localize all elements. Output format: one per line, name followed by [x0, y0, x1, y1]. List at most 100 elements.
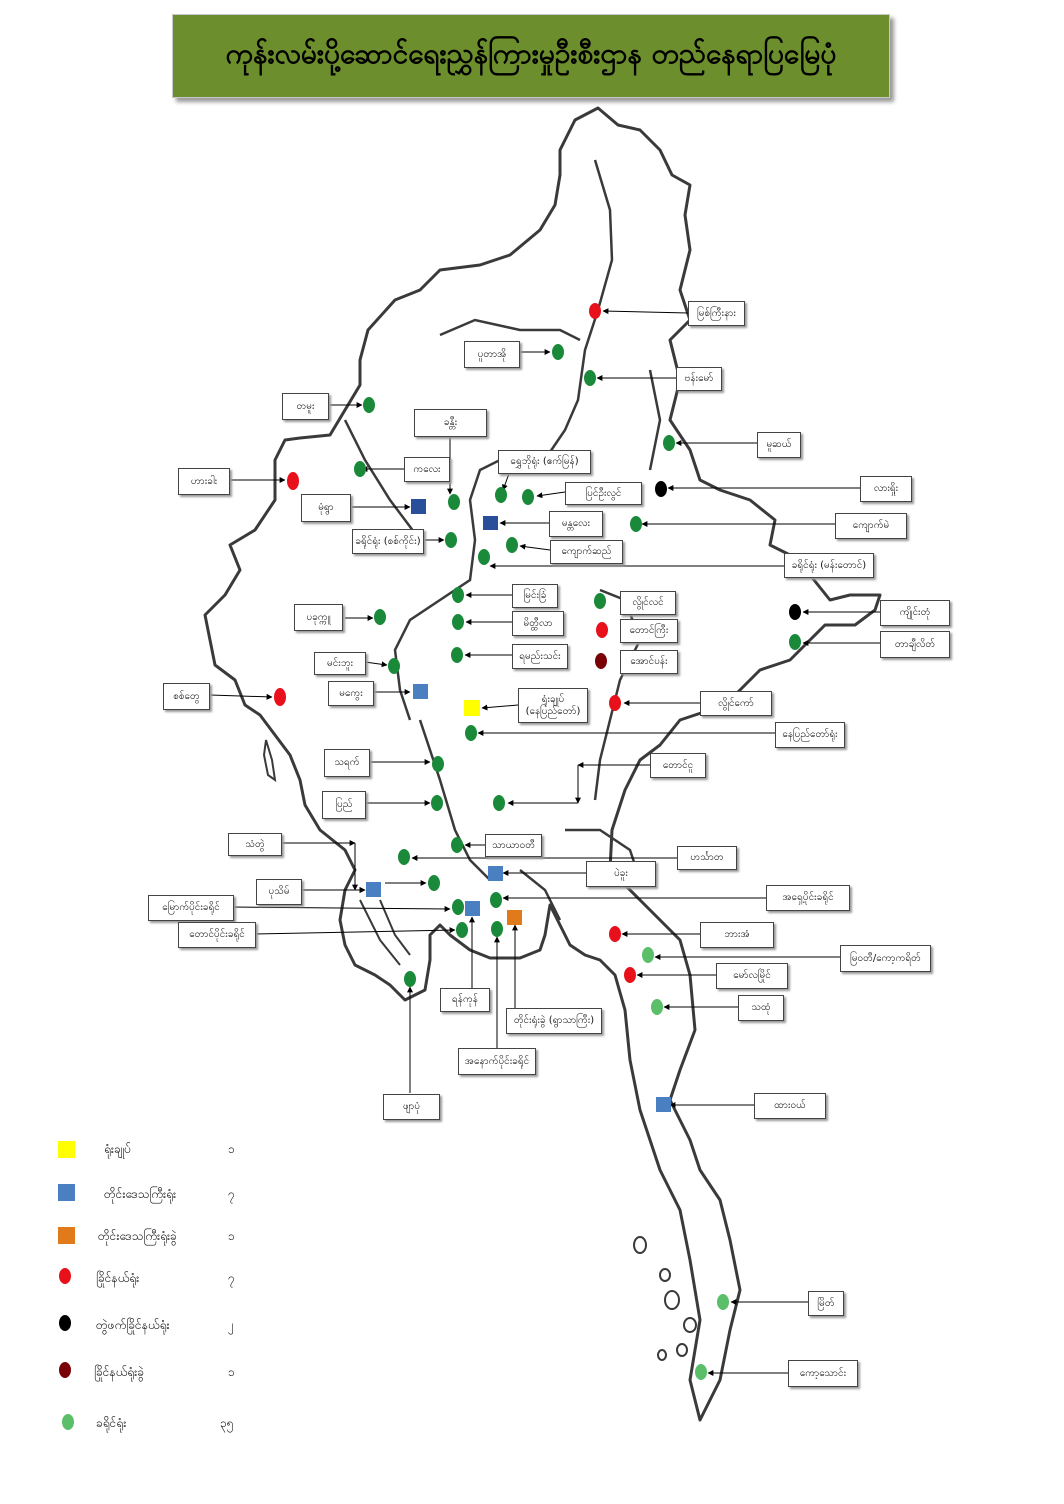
township-office-marker — [363, 397, 375, 413]
township-office-marker — [642, 947, 654, 963]
region-branch-marker — [507, 910, 522, 925]
township-office-marker — [445, 532, 457, 548]
legend-district-marker — [59, 1268, 71, 1284]
district-office-marker — [609, 695, 621, 711]
region-office-marker — [488, 866, 503, 881]
township-office-marker — [398, 849, 410, 865]
legend-label-district: ခြိုင်နယ်ရုံး — [96, 1271, 140, 1285]
label-hkamti: ခန္တီး — [414, 409, 487, 437]
label-west-district: အနောက်ပိုင်းခရိုင် — [458, 1048, 536, 1075]
label-taungoo: တောင်ငူ — [650, 753, 706, 778]
label-yangon-branch: တိုင်းရုံးခွဲ (ရွာသာကြီး) — [506, 1008, 602, 1034]
legend-count-joint-district: ၂ — [228, 1318, 234, 1332]
township-office-marker — [594, 593, 606, 609]
page-title: ကုန်းလမ်းပို့ဆောင်ရေးညွှန်ကြားမှုဦးစီးဌာ… — [225, 37, 837, 70]
legend-district-branch-marker — [59, 1362, 71, 1378]
legend-count-township: ၃၅ — [220, 1416, 234, 1430]
township-office-marker — [432, 756, 444, 772]
township-office-marker — [651, 999, 663, 1015]
district-office-marker — [287, 472, 299, 490]
label-meiktila: မိတ္ထီလာ — [512, 611, 564, 636]
township-office-marker — [452, 587, 464, 603]
label-capital: ရုံးချုပ် (နေပြည်တော်) — [518, 688, 588, 723]
title-banner: ကုန်းလမ်းပို့ဆောင်ရေးညွှန်ကြားမှုဦးစီးဌာ… — [172, 14, 890, 98]
township-office-marker — [493, 795, 505, 811]
township-office-marker — [431, 795, 443, 811]
label-hinthada: ဟင်္သာတ — [677, 846, 737, 870]
label-falam: ဟားခါး — [178, 468, 230, 495]
joint-district-office-marker — [655, 481, 667, 497]
label-gangaw: ပခုက္ကူ — [294, 604, 343, 631]
legend-joint-district-marker — [59, 1315, 71, 1331]
township-office-marker — [491, 921, 503, 937]
label-thayet: သရက် — [324, 749, 370, 777]
label-myawaddy: မြဝတီ/ကော့ကရိတ် — [840, 945, 931, 972]
label-yangon: ရန်ကုန် — [440, 988, 490, 1012]
delta-lines — [359, 899, 411, 966]
legend-count-region-branch: ၁ — [228, 1229, 235, 1243]
township-office-marker — [630, 516, 642, 532]
township-office-marker — [506, 537, 518, 553]
legend-region-marker — [58, 1184, 75, 1201]
district-office-marker — [609, 926, 621, 942]
label-loikaw: လွိုင်ကော် — [700, 691, 772, 716]
label-monywa: မုံရွာ — [301, 494, 351, 522]
township-office-marker — [456, 922, 468, 938]
label-myeik: မြိတ် — [808, 1291, 844, 1316]
label-bago: ပဲခူး — [586, 861, 656, 887]
township-office-marker — [428, 875, 440, 891]
country-outline — [203, 106, 882, 1422]
label-south-yangon: တောင်ပိုင်းခရိုင် — [178, 922, 256, 948]
legend-label-region: တိုင်းဒေသကြီးရုံး — [104, 1187, 177, 1201]
label-minbu: မင်းဘူး — [314, 652, 366, 675]
label-putao: ပူတာအို — [464, 341, 520, 368]
legend-capital-marker — [58, 1141, 75, 1158]
legend-count-district-branch: ၁ — [228, 1365, 235, 1379]
legend-count-region: ၇ — [228, 1187, 235, 1201]
legend-count-district: ၇ — [228, 1271, 235, 1285]
label-loilem: လွိုင်လင် — [620, 591, 676, 615]
township-office-marker — [451, 837, 463, 853]
legend-label-region-branch: တိုင်းဒေသကြီးရုံးခွဲ — [98, 1229, 177, 1243]
islands — [262, 739, 697, 1361]
township-office-marker — [448, 494, 460, 510]
label-sagaing-shwebo: ရွှေဘိုရုံး (ဧက်မြန်) — [498, 450, 591, 474]
label-hpaan: ဘားအံ — [700, 922, 774, 948]
label-pyay: ပြည် — [322, 791, 366, 819]
label-myaungmya: ဖျာပုံ — [383, 1094, 440, 1120]
legend-township-marker — [62, 1414, 74, 1430]
legend-count-capital: ၁ — [228, 1142, 235, 1156]
legend-markers — [58, 1141, 75, 1430]
township-office-marker — [452, 899, 464, 915]
label-pathein: ပုသိမ် — [256, 879, 302, 905]
township-office-marker — [495, 487, 507, 503]
township-office-marker — [404, 971, 416, 987]
region-office-marker — [656, 1097, 671, 1112]
label-tachileik: တာချီလိတ် — [880, 631, 950, 658]
label-sandoway: သံတွဲ — [228, 833, 282, 856]
legend-label-district-branch: ခြိုင်နယ်ရုံးခွဲ — [94, 1365, 144, 1379]
district-office-marker — [274, 688, 286, 706]
label-dawei: ထားဝယ် — [754, 1093, 826, 1119]
label-bhamo: ဗန်းမော် — [676, 367, 722, 391]
label-myingyan: မြင်းခြံ — [512, 584, 558, 608]
township-office-marker — [465, 725, 477, 741]
legend-label-joint-district: တွဲဖက်ခြိုင်နယ်ရုံး — [96, 1318, 170, 1332]
label-pyinoolwin: ပြင်ဦးလွင် — [565, 482, 642, 505]
label-sittwe: စစ်တွေ — [163, 683, 210, 710]
township-office-marker — [354, 461, 366, 477]
legend-branch-marker — [58, 1227, 75, 1244]
township-office-marker — [451, 647, 463, 663]
label-lashio: လားရှိုး — [860, 476, 912, 502]
label-naypyitaw-district: နေပြည်တော်ရုံး — [775, 722, 845, 748]
label-tamu: တမူး — [282, 393, 329, 420]
label-kyaukse: ကျောက်ဆည် — [550, 540, 623, 564]
label-thaton: သထုံ — [738, 995, 784, 1021]
label-kawthaung: ကော့သောင်း — [788, 1360, 858, 1387]
label-kalay: ကလေး — [404, 457, 450, 482]
label-pakokku: ခရိုင်ရုံး (စစ်ကိုင်း) — [352, 529, 424, 554]
label-muse: မူဆယ် — [757, 432, 801, 458]
label-yamethin: ရမည်းသင်း — [512, 644, 568, 669]
joint-district-office-marker — [789, 604, 801, 620]
label-tharrawaddy: သာယာဝတီ — [485, 834, 542, 857]
